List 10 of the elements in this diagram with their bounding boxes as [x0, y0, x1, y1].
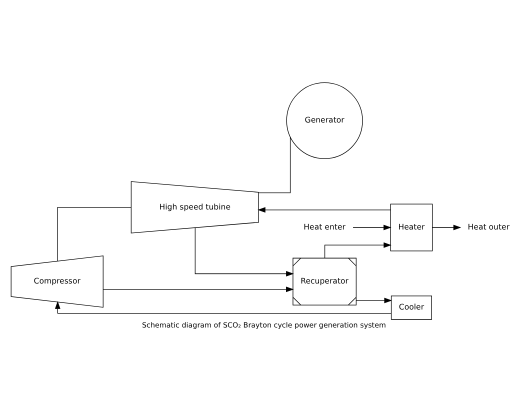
connector — [258, 136, 291, 193]
arrow — [356, 297, 392, 303]
arrow — [103, 286, 294, 292]
connector — [57, 206, 132, 261]
arrow — [54, 300, 392, 314]
arrow — [194, 226, 294, 276]
arrow — [258, 206, 391, 212]
arrow — [352, 224, 392, 230]
arrow — [432, 224, 462, 230]
arrow — [324, 242, 392, 258]
